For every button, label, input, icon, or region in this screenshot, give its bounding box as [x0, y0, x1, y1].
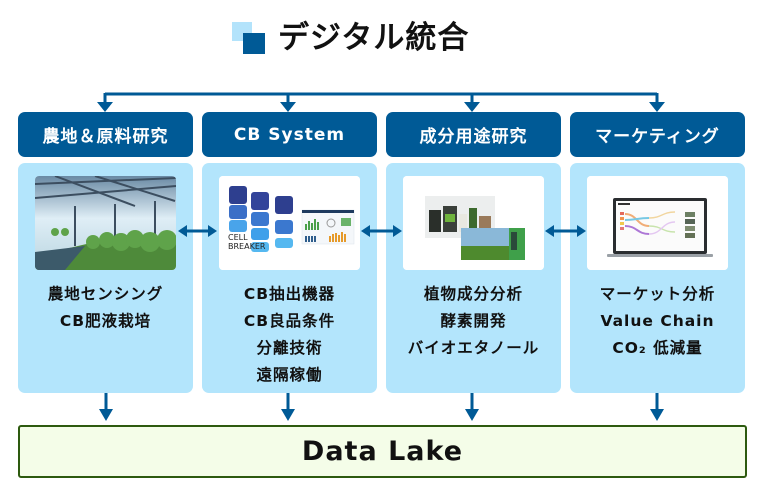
- down-arrow-to-col3: [464, 93, 480, 112]
- down-arrow-to-col2: [280, 93, 296, 112]
- col4-item: CO₂ 低減量: [612, 339, 703, 357]
- col4-items: マーケット分析 Value Chain CO₂ 低減量: [570, 281, 745, 362]
- title-stacked-squares-icon: [232, 22, 266, 54]
- col1-item: 農地センシング: [47, 285, 164, 303]
- laptop-dashboard-image: [587, 176, 728, 270]
- col1-body: 農地センシング CB肥液栽培: [18, 163, 193, 393]
- col2-items: CB抽出機器 CB良品条件 分離技術 遠隔稼働: [202, 281, 377, 389]
- col4-header-label: マーケティング: [595, 127, 720, 147]
- col2-header: CB System: [202, 112, 377, 157]
- logo-text-breaker: BREAKER: [228, 242, 266, 251]
- col4-item: Value Chain: [600, 312, 715, 330]
- col2-body: CELL BREAKER: [202, 163, 377, 393]
- col3-items: 植物成分分析 酵素開発 バイオエタノール: [386, 281, 561, 362]
- col3-item: 植物成分分析: [423, 285, 523, 303]
- col2-item: CB良品条件: [243, 312, 336, 330]
- down-arrow-col1-to-datalake: [99, 393, 113, 421]
- col2-item: CB抽出機器: [243, 285, 336, 303]
- bidirectional-arrow-col3-col4: [545, 225, 586, 237]
- col2-item: 分離技術: [256, 339, 323, 357]
- datalake-box: Data Lake: [18, 425, 747, 478]
- datalake-label: Data Lake: [301, 436, 464, 467]
- col1-header: 農地＆原料研究: [18, 112, 193, 157]
- col4-body: マーケット分析 Value Chain CO₂ 低減量: [570, 163, 745, 393]
- col4-header: マーケティング: [570, 112, 745, 157]
- col2-header-label: CB System: [233, 124, 346, 145]
- down-arrow-to-col1: [97, 93, 113, 112]
- down-arrow-col4-to-datalake: [650, 393, 664, 421]
- col4-item: マーケット分析: [599, 285, 716, 303]
- col3-header: 成分用途研究: [386, 112, 561, 157]
- down-arrow-col3-to-datalake: [465, 393, 479, 421]
- col1-header-label: 農地＆原料研究: [42, 127, 169, 147]
- bidirectional-arrow-col2-col3: [361, 225, 402, 237]
- products-biofuel-image: [403, 176, 544, 270]
- top-distribution-bracket: [97, 92, 665, 112]
- logo-text-cell: CELL: [228, 233, 248, 242]
- col2-item: 遠隔稼働: [256, 366, 323, 384]
- cellbreaker-image: CELL BREAKER: [219, 176, 360, 270]
- title-icon-dark-square: [243, 33, 265, 54]
- greenhouse-image: [35, 176, 176, 270]
- col1-items: 農地センシング CB肥液栽培: [18, 281, 193, 335]
- down-arrow-col2-to-datalake: [281, 393, 295, 421]
- col1-item: CB肥液栽培: [59, 312, 152, 330]
- col3-header-label: 成分用途研究: [419, 127, 528, 147]
- col3-item: 酵素開発: [440, 312, 507, 330]
- dashboard-thumbnail: [301, 209, 355, 245]
- bidirectional-arrow-col1-col2: [178, 225, 217, 237]
- col3-body: 植物成分分析 酵素開発 バイオエタノール: [386, 163, 561, 393]
- down-arrow-to-col4: [649, 93, 665, 112]
- col3-item: バイオエタノール: [407, 339, 540, 357]
- diagram-title: デジタル統合: [278, 20, 470, 56]
- cellbreaker-logo: CELL BREAKER: [228, 186, 293, 252]
